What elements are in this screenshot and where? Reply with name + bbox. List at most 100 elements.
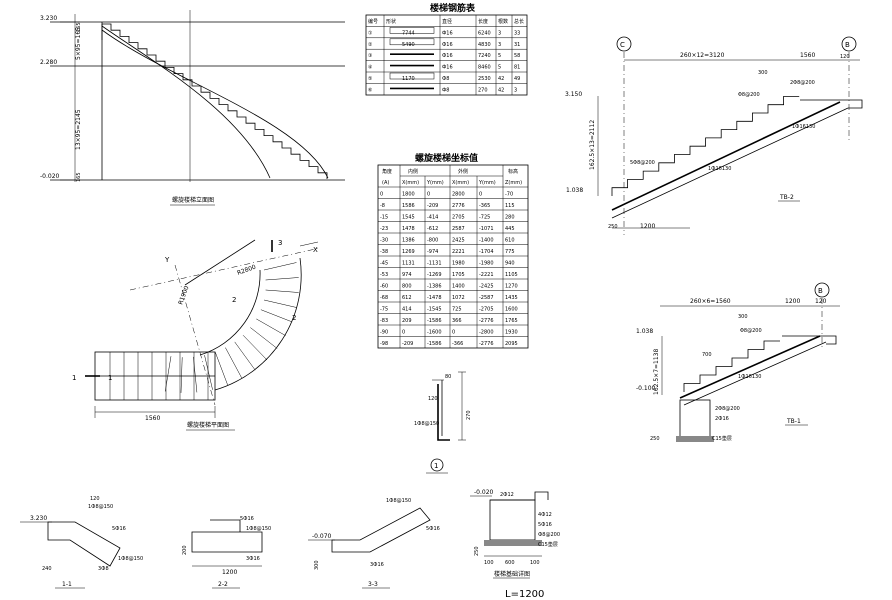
tb2-dim-top: 260×12=3120 [680,52,725,59]
tb1-level-top: 1.038 [636,328,653,335]
bar-table-cell: ② [368,42,373,48]
tb2-dim-left: 162.5×13=2112 [589,120,596,170]
tb1-label-5: 2Φ8@200 [715,406,740,412]
section-foundation: -0.020 2Ф12 4Ф12 5Ф16 Ф8@200 C15垫层 100 6… [470,489,560,579]
coord-table-cell: -612 [427,226,438,232]
coord-table-cell: 1400 [452,284,465,290]
bar-table-cell: 1170 [402,76,415,82]
bar-table-cell: 49 [514,76,520,82]
dim-bot-165: 165 [76,172,82,182]
coord-table-cell: 209 [402,318,412,324]
coord-table-cell: -60 [380,284,388,290]
coord-table-cell: -23 [380,226,388,232]
coord-table-cell: -75 [380,307,388,313]
mark-1-left: 1 [72,374,76,382]
coord-table-cell: -83 [380,318,388,324]
s4-label-6: 100 [484,560,494,566]
bar-table-cell: 8460 [478,65,491,71]
tb1-caption: TB-1 [786,418,801,425]
mark-3: 3 [278,239,282,247]
coord-table-header: 内侧 [408,168,418,175]
coord-table-cell: 2587 [452,226,465,232]
bar-table-header: 直径 [442,18,452,25]
bar-table-cell: 270 [478,87,488,93]
coord-table-cell: -800 [427,238,438,244]
axis-b-bottom: B [818,287,823,295]
bar-table-cell: 4830 [478,42,491,48]
spiral-stair-plan: X Y 1 1 2 2 3 R2800 R1900 1560 螺旋楼梯平面图 [72,239,321,431]
coord-table-cell: -1704 [479,249,494,255]
coord-table-cell: 1600 [505,307,518,313]
coord-table-header: X(mm) [402,180,419,186]
tb1-dim-right2: 120 [815,298,827,305]
coord-table-cell: 366 [452,318,462,324]
s3-label-2: 5Ф16 [426,526,440,532]
tb1-dim-top: 260×6=1560 [690,298,731,305]
coord-table-cell: -1071 [479,226,494,232]
tb1-label-3: 1Ф16130 [738,374,761,380]
coord-table-cell: 1705 [452,272,465,278]
axis-b-top: B [845,41,850,49]
detail1-dim-270: 270 [466,410,472,420]
coordinate-table: 螺旋楼梯坐标值 角度(A)内侧外侧标高X(mm)Y(mm)X(mm)Y(mm)Z… [377,152,529,349]
bar-table-cell: Ф8 [442,87,450,93]
bar-table-header: 编号 [368,18,378,25]
bar-table-cell: ⑥ [368,87,373,93]
s4-label-5: C15垫层 [538,541,558,548]
tb2-label-6: 300 [758,70,768,76]
bar-table-cell: 33 [514,30,520,36]
coord-table-cell: -974 [427,249,438,255]
section-tb1: B 260×6=1560 1200 120 162.5×7=1138 1.038… [636,282,840,442]
bar-table-cell: 2530 [478,76,491,82]
coord-table-cell: 0 [402,330,405,336]
elevation-caption: 螺旋楼梯立面图 [172,196,214,204]
coord-table-cell: -8 [380,203,385,209]
mark-2-a: 2 [232,296,236,304]
coord-table-cell: 0 [479,192,482,198]
detail1-label: 1Ф8@150 [414,421,439,427]
bar-table-cell: 6240 [478,30,491,36]
coord-table-cell: 1435 [505,295,518,301]
coord-table-cell: -1980 [479,261,494,267]
s3-level: -0.070 [312,533,332,540]
coord-table-cell: -1478 [427,295,442,301]
s2-label-4: 3Ф16 [246,556,260,562]
coord-table-title: 螺旋楼梯坐标值 [415,152,478,164]
bar-table-cell: 3 [498,42,501,48]
detail-1: 80 120 270 1Ф8@150 1 [414,371,472,474]
s1-label-2: 120 [90,496,100,502]
dim-upper: 5×95=165 [75,27,82,60]
tb1-dim-left: 162.5×7=1138 [653,348,660,395]
bar-table-cell: Ф16 [442,65,453,71]
bar-table-cell: 42 [498,87,504,93]
coord-table-header: Y(mm) [426,180,444,186]
bar-table-cell: ⑤ [368,76,372,82]
coord-table-cell: 1478 [402,226,415,232]
coord-table-cell: 0 [427,192,430,198]
coord-table-cell: -15 [380,215,388,221]
level-2280: 2.280 [40,59,57,66]
s2-caption: 2-2 [218,581,228,588]
section-tb2: C B 260×12=3120 1560 162.5×13=2112 3.150… [565,36,863,235]
coord-table-cell: -1269 [427,272,442,278]
bar-table-title: 楼梯钢筋表 [430,2,476,14]
s4-label-8: 100 [530,560,540,566]
radius-inner: R1900 [177,285,190,306]
coord-table-cell: -414 [427,215,438,221]
s2-label-3: 200 [182,545,188,555]
coord-table-cell: -725 [479,215,490,221]
s4-caption: 楼梯基础详图 [494,570,530,578]
s4-label-4: Ф8@200 [538,532,560,538]
tb1-dim-right: 1200 [785,298,800,305]
coord-table-cell: 1545 [402,215,415,221]
coord-table-cell: 1980 [452,261,465,267]
s3-label-3: 300 [314,560,320,570]
coord-table-header: X(mm) [452,180,469,186]
coord-table-cell: 1105 [505,272,518,278]
coord-table-cell: 1072 [452,295,465,301]
coord-table-header: 外侧 [458,168,468,175]
coord-table-cell: 1765 [505,318,518,324]
coord-table-cell: 1269 [402,249,415,255]
coord-table-cell: -1586 [427,341,442,347]
